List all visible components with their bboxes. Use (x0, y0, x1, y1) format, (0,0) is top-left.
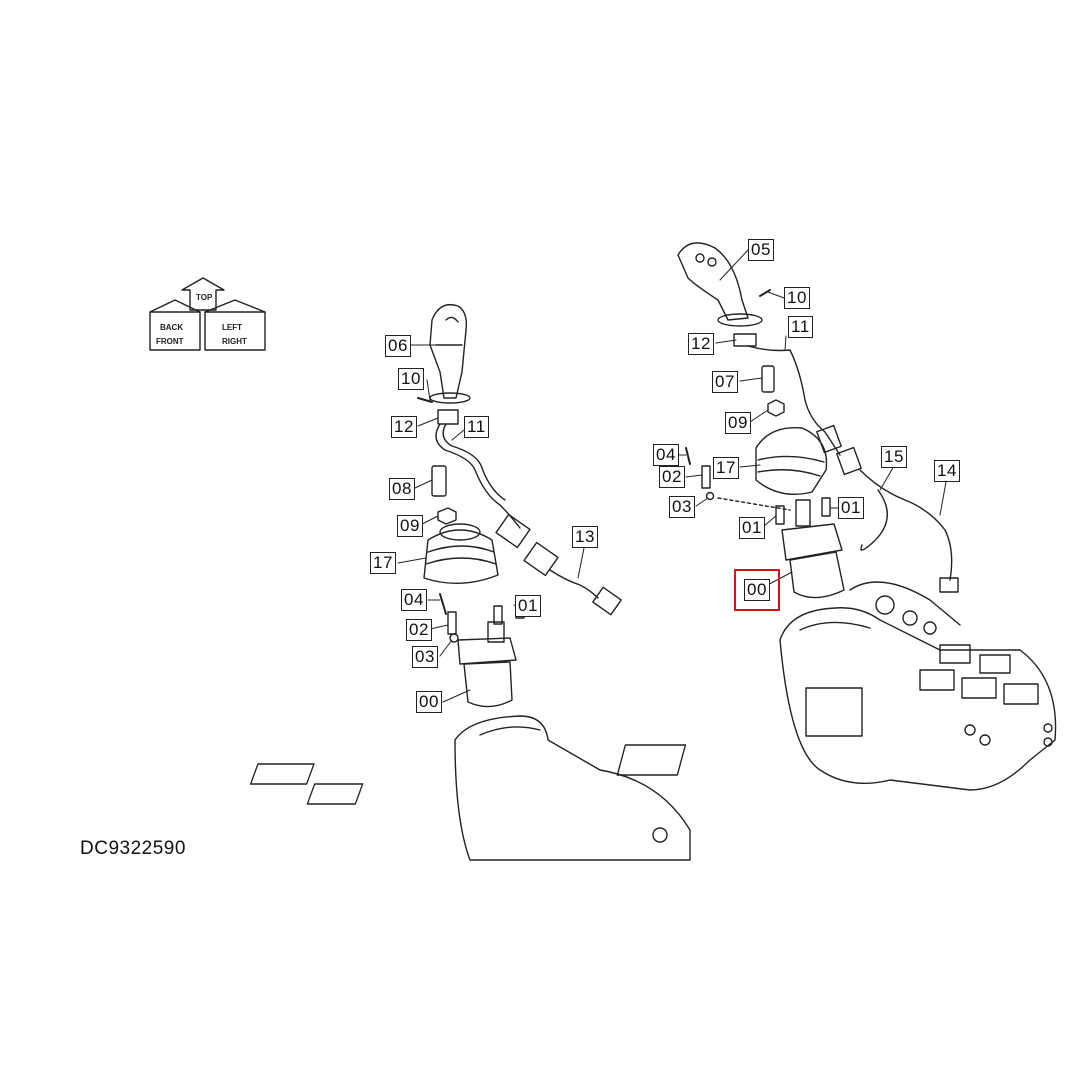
callout-right-09[interactable]: 09 (725, 412, 751, 434)
orientation-label-right: RIGHT (222, 337, 247, 346)
callout-left-03[interactable]: 03 (412, 646, 438, 668)
callout-right-10[interactable]: 10 (784, 287, 810, 309)
callout-left-10[interactable]: 10 (398, 368, 424, 390)
callout-left-06[interactable]: 06 (385, 335, 411, 357)
callout-left-02[interactable]: 02 (406, 619, 432, 641)
callout-right-04[interactable]: 04 (653, 444, 679, 466)
callout-right-17[interactable]: 17 (713, 457, 739, 479)
callout-right-15[interactable]: 15 (881, 446, 907, 468)
orientation-label-top: TOP (196, 293, 213, 302)
callout-right-05[interactable]: 05 (748, 239, 774, 261)
orientation-label-left: LEFT (222, 323, 242, 332)
orientation-label-back: BACK (160, 323, 183, 332)
callout-right-02[interactable]: 02 (659, 466, 685, 488)
document-id: DC9322590 (80, 838, 186, 859)
callout-left-00[interactable]: 00 (416, 691, 442, 713)
callout-left-04[interactable]: 04 (401, 589, 427, 611)
callout-left-08[interactable]: 08 (389, 478, 415, 500)
callout-left-17[interactable]: 17 (370, 552, 396, 574)
callout-right-01-upper[interactable]: 01 (838, 497, 864, 519)
callout-left-13[interactable]: 13 (572, 526, 598, 548)
callout-right-03[interactable]: 03 (669, 496, 695, 518)
callout-left-12[interactable]: 12 (391, 416, 417, 438)
callout-right-07[interactable]: 07 (712, 371, 738, 393)
callout-left-11[interactable]: 11 (464, 416, 489, 438)
callout-right-14[interactable]: 14 (934, 460, 960, 482)
callout-left-01[interactable]: 01 (515, 595, 541, 617)
orientation-symbol (149, 277, 266, 351)
orientation-label-front: FRONT (156, 337, 184, 346)
callout-right-01-lower[interactable]: 01 (739, 517, 765, 539)
callout-right-00-selected[interactable]: 00 (734, 569, 780, 611)
callout-right-12[interactable]: 12 (688, 333, 714, 355)
callout-left-09[interactable]: 09 (397, 515, 423, 537)
callout-right-11[interactable]: 11 (788, 316, 813, 338)
